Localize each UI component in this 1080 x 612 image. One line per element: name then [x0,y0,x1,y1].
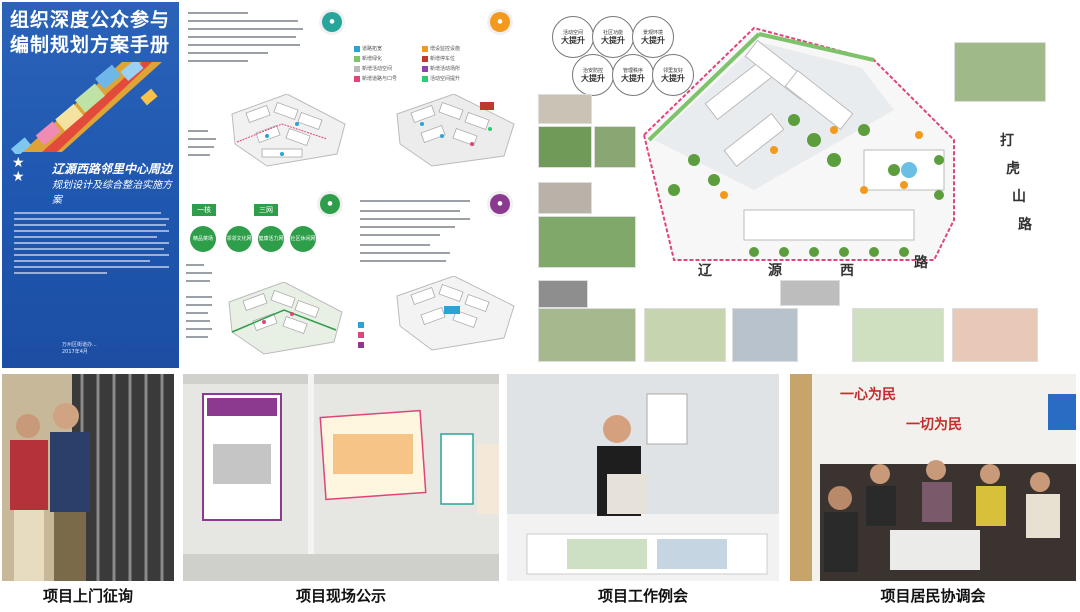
legend-item: 道路拓宽 [362,46,383,52]
master-plan-map: 活动空间 大提升 社区功能 大提升 景观环境 大提升 治安防控 大提升 管理秩序… [534,2,1078,368]
site-photo-thumb [538,280,588,308]
legend-item: 活动空间提升 [430,76,461,82]
site-photo-thumb [538,126,592,168]
legend-item: 增设监控设施 [430,46,461,52]
legend-item: 新增停车位 [430,56,456,62]
legend-item: 新增活动空间 [362,66,393,72]
structure-tag: 三网 [254,204,278,216]
callout-label: 治安防控 [582,68,603,74]
photo-resident-meeting [790,374,1076,581]
callout-label: 大提升 [661,74,685,83]
cover-title: 组织深度公众参与 编制规划方案手册 [10,8,179,58]
structure-node: 社区休闲网 [290,226,316,252]
structure-node: 精品菜场 [190,226,216,252]
site-plan-main [642,26,955,261]
site-photo-thumb [538,94,592,124]
site-photo-thumb [644,308,726,362]
site-photo-thumb [852,308,944,362]
plan-panel-top-right: ● 道路拓宽 新增绿化 新增活动空间 新增道路与口号 增设监控设施 新增停车位 … [352,2,522,184]
callout-management: 管理秩序 大提升 [612,54,654,96]
site-photo-thumb [538,308,636,362]
road-label-dahushan: 山 [1012,189,1026,205]
cover-photo-mosaic [10,62,162,154]
callout-label: 大提升 [641,36,665,45]
road-label-liaoyuan: 路 [914,255,928,271]
callout-landscape: 景观环境 大提升 [632,16,674,58]
banner-slogan-1: 一心为民 [840,387,896,403]
callout-community-function: 社区功能 大提升 [592,16,634,58]
site-plan-diagram-2 [396,94,515,167]
callout-label: 大提升 [561,36,585,45]
theme-badge-green: ● [320,194,340,214]
site-plan-diagram-3 [228,282,343,355]
site-plan-diagram-4 [396,276,515,351]
callout-label: 大提升 [581,74,605,83]
cover-subtitle-2: 规划设计及综合整治实施方案 [52,180,172,206]
structure-node: 健康活力网 [258,226,284,252]
site-photo-thumb [780,280,840,306]
cover-org-block: 万州区街道办... 2017年4月 [62,342,97,356]
cover-title-line1: 组织深度公众参与 [10,9,171,31]
theme-badge-orange: ● [490,12,510,32]
callout-label: 邻里友好 [662,68,683,74]
cover-title-line2: 编制规划方案手册 [10,34,171,56]
theme-badge-purple: ● [490,194,510,214]
road-label-dahushan: 路 [1018,217,1032,233]
photo-work-meeting [507,374,779,581]
site-photo-thumb [538,216,636,268]
callout-label: 大提升 [621,74,645,83]
road-label-dahushan: 打 [1000,133,1014,149]
caption-onsite-notice: 项目现场公示 [295,587,386,605]
callout-security: 治安防控 大提升 [572,54,614,96]
cover-org: 万州区街道办... [62,342,97,348]
road-label-liaoyuan: 西 [840,263,854,279]
callout-label: 活动空间 [562,30,583,36]
cover-paragraph-lines [14,212,169,322]
callout-label: 社区功能 [602,30,623,36]
road-label-liaoyuan: 源 [768,263,782,279]
structure-tag: 一核 [192,204,216,216]
photo-onsite-notice [183,374,499,581]
site-photo-thumb [594,126,636,168]
callout-activity-space: 活动空间 大提升 [552,16,594,58]
cover-date: 2017年4月 [62,349,88,355]
callout-neighborhood: 邻里友好 大提升 [652,54,694,96]
plan-panel-bottom-left: ● 一核 三网 精品菜场 邻邻文化网 健康活力网 社区休闲网 [182,186,352,368]
theme-badge-teal: ● [322,12,342,32]
plan-manual-cover: 组织深度公众参与 编制规划方案手册 ★★ 辽源西路邻里中心周边 规划设计及综合整… [2,2,179,368]
legend-item: 新增绿化 [362,56,383,62]
callout-label: 管理秩序 [622,68,643,74]
callout-label: 大提升 [601,36,625,45]
cover-subtitle-1: 辽源西路邻里中心周边 [52,162,173,176]
plan-panel-bottom-right: ● [352,186,522,368]
callout-label: 景观环境 [642,30,663,36]
structure-node: 邻邻文化网 [226,226,252,252]
banner-slogan-2: 一切为民 [906,417,962,433]
caption-resident-meeting: 项目居民协调会 [880,587,986,605]
site-photo-thumb [538,182,592,214]
site-photo-thumb [732,308,798,362]
site-photo-thumb [952,308,1038,362]
caption-door-to-door: 项目上门征询 [42,587,133,605]
star-icon: ★★ [12,155,25,185]
caption-work-meeting: 项目工作例会 [597,587,688,605]
road-label-liaoyuan: 辽 [698,263,712,279]
road-label-dahushan: 虎 [1006,161,1020,177]
plan-panel-top-left: ● [182,2,352,184]
site-photo-thumb [954,42,1046,102]
photo-door-to-door-consultation [2,374,174,581]
legend-item: 新增活动场所 [430,66,461,72]
site-plan-diagram-1 [231,94,346,167]
legend-item: 新增道路与口号 [362,76,398,82]
